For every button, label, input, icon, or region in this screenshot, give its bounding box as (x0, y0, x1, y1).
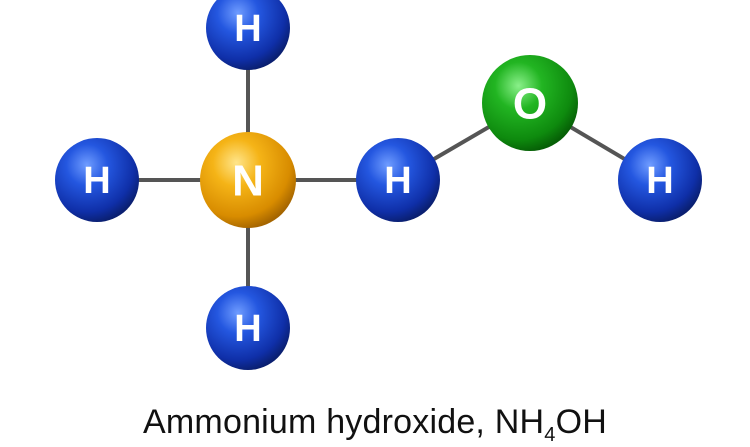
molecule-diagram: N H H H H O H (55, 0, 702, 370)
hydrogen-sphere (618, 138, 702, 222)
atom-h-right: H (618, 138, 702, 222)
hydrogen-sphere (206, 0, 290, 70)
hydrogen-sphere (206, 286, 290, 370)
hydrogen-sphere (55, 138, 139, 222)
atom-o: O (482, 55, 578, 151)
hydrogen-sphere (356, 138, 440, 222)
atom-label: H (646, 160, 673, 202)
atom-label: H (234, 308, 261, 350)
atom-label: H (384, 160, 411, 202)
atom-label: H (83, 160, 110, 202)
atom-label: N (232, 157, 264, 206)
diagram-caption: Ammonium hydroxide, NH4OH (0, 403, 750, 447)
atom-h-bottom: H (206, 286, 290, 370)
atom-label: O (513, 80, 547, 129)
atoms-layer: N H H H H O H (55, 0, 702, 370)
caption-subscript: 4 (544, 423, 556, 446)
caption-tail: OH (555, 403, 607, 441)
atom-h-bridge: H (356, 138, 440, 222)
nitrogen-sphere (200, 132, 296, 228)
atom-label: H (234, 8, 261, 50)
atom-h-top: H (206, 0, 290, 70)
atom-h-left: H (55, 138, 139, 222)
oxygen-sphere (482, 55, 578, 151)
atom-n: N (200, 132, 296, 228)
caption-text: Ammonium hydroxide, NH (143, 403, 545, 441)
